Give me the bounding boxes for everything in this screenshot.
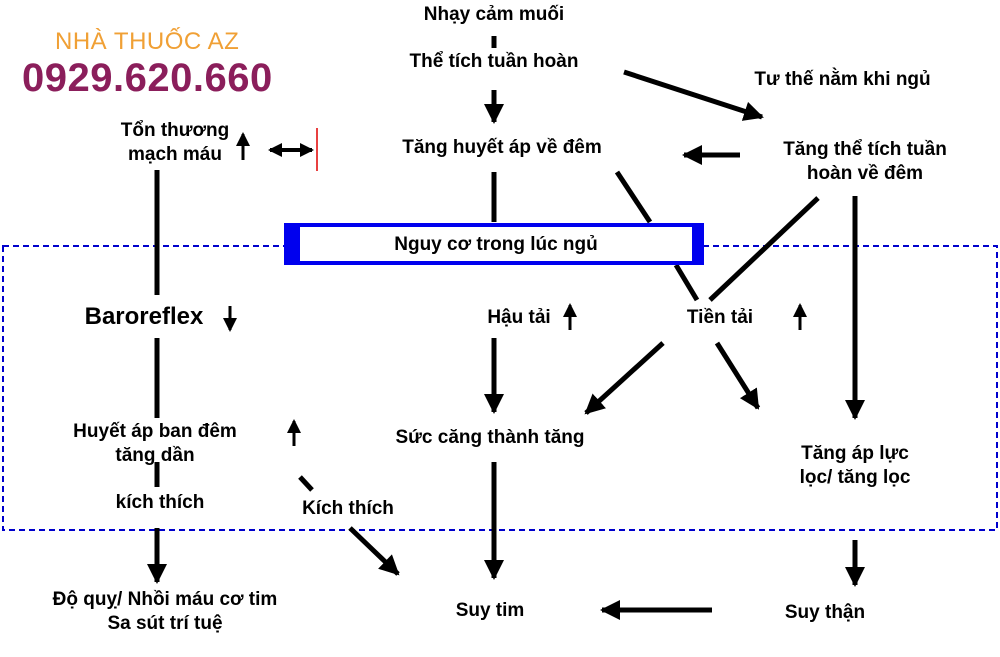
pharmacy-phone: 0929.620.660 — [22, 56, 273, 100]
node-filtration-line1: Tăng áp lực — [801, 443, 909, 464]
sleep-risk-region — [2, 245, 998, 531]
edge-stimulation-heart-failure-b — [348, 526, 400, 576]
edge-night-volume-preload — [708, 196, 820, 302]
node-stroke-line1: Độ quỵ/ Nhồi máu cơ tim — [52, 589, 278, 610]
node-night-volume-line2: hoàn về đêm — [806, 163, 924, 184]
node-vascular-damage-line1: Tổn thương — [120, 120, 230, 141]
node-night-bp-line1: Huyết áp ban đêm — [73, 421, 237, 442]
node-night-volume-line1: Tăng thể tích tuần — [783, 139, 947, 160]
node-vascular-damage-line2: mạch máu — [128, 144, 222, 165]
node-kidney-failure: Suy thận — [784, 602, 866, 623]
sleep-risk-box: Nguy cơ trong lúc ngủ — [284, 223, 704, 265]
node-afterload: Hậu tải — [487, 307, 551, 328]
edge-volume-night-volume — [623, 69, 764, 121]
node-sleep-posture: Tư thế nằm khi ngủ — [754, 69, 931, 90]
node-wall-tension: Sức căng thành tăng — [395, 427, 585, 448]
edge-preload-filtration — [714, 341, 761, 410]
node-heart-failure: Suy tim — [455, 600, 525, 621]
edge-hypertension-preload-a — [614, 170, 653, 224]
node-stroke-line2: Sa sút trí tuệ — [107, 613, 223, 634]
node-salt-sensitivity: Nhạy cảm muối — [423, 4, 565, 25]
node-night-hypertension: Tăng huyết áp về đêm — [402, 137, 602, 158]
pharmacy-name: NHÀ THUỐC AZ — [55, 28, 240, 55]
sleep-risk-label: Nguy cơ trong lúc ngủ — [394, 234, 598, 255]
node-filtration-line2: lọc/ tăng lọc — [799, 467, 911, 488]
edge-preload-wall-tension — [584, 341, 665, 415]
node-baroreflex: Baroreflex — [84, 303, 204, 330]
node-night-bp-line2: tăng dần — [115, 445, 195, 466]
edge-stimulation-heart-failure-a — [298, 475, 314, 492]
node-stimulation-right: Kích thích — [302, 498, 394, 519]
node-stimulation-left: kích thích — [115, 492, 205, 513]
edge-hypertension-preload-b — [673, 263, 700, 302]
node-preload: Tiền tải — [686, 307, 754, 328]
node-circulating-volume: Thể tích tuần hoàn — [409, 51, 579, 72]
